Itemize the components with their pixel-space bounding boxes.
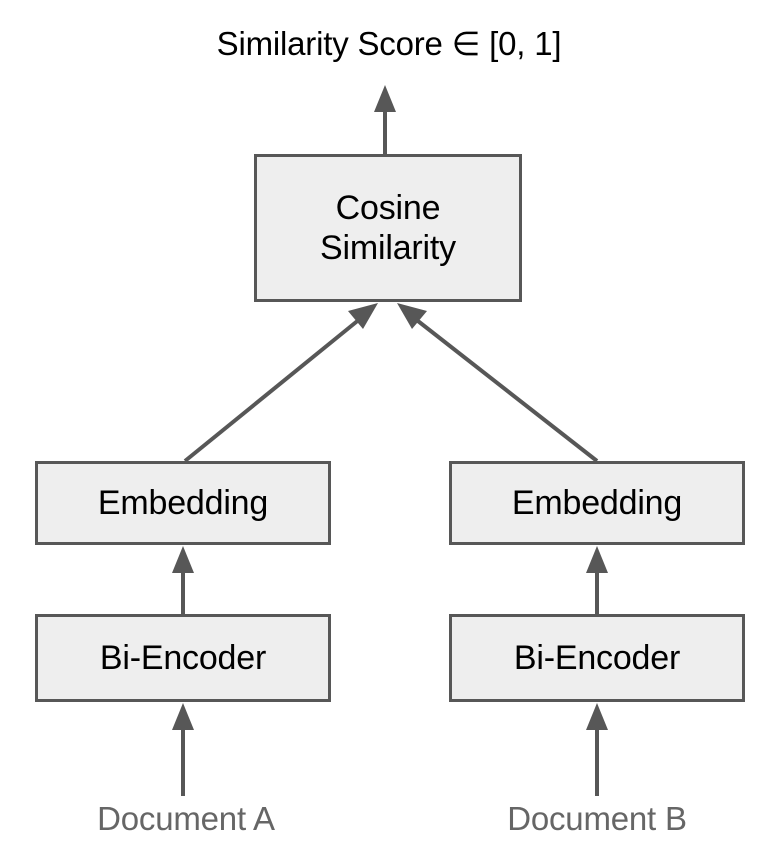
arrow-encoder-left-to-embedding-left [172,546,194,614]
node-bi-encoder-right: Bi-Encoder [449,614,745,702]
node-embedding-left: Embedding [35,461,331,545]
arrow-embedding-left-to-cosine [183,303,378,463]
arrow-encoder-right-to-embedding-right [586,546,608,614]
node-embedding-right: Embedding [449,461,745,545]
arrow-cosine-to-score [374,85,396,154]
similarity-score-label: Similarity Score ∈ [0, 1] [216,25,562,62]
arrow-embedding-right-to-cosine [397,303,599,463]
input-label-document-b: Document B [507,800,687,837]
arrow-document-a-to-encoder-left [172,703,194,796]
node-bi-encoder-left: Bi-Encoder [35,614,331,702]
input-label-document-a: Document A [97,800,275,837]
arrow-document-b-to-encoder-right [586,703,608,796]
node-cosine-similarity: Cosine Similarity [254,154,522,302]
